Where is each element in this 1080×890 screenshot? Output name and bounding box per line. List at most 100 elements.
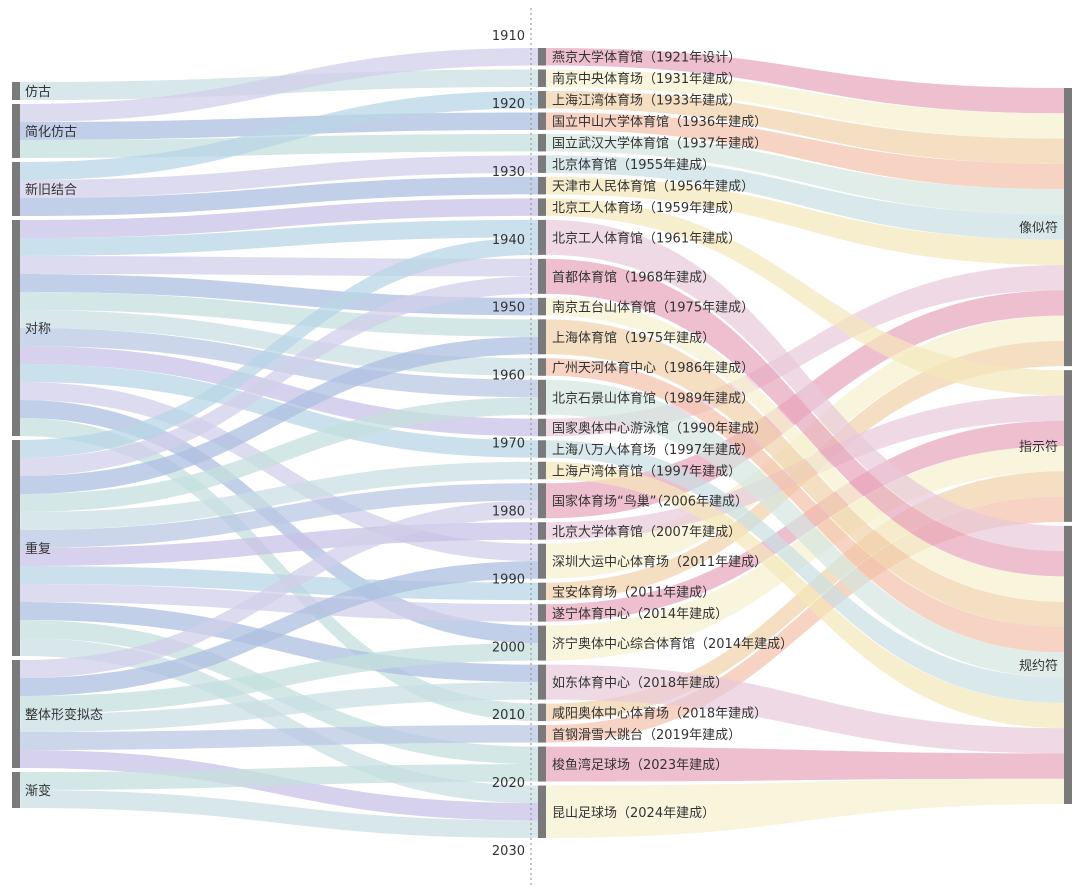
- left-link: [20, 725, 538, 750]
- left-link: [20, 790, 538, 838]
- right-link: [546, 297, 1064, 602]
- left-node-label: 渐变: [25, 783, 51, 799]
- left-link: [20, 219, 538, 256]
- left-link: [20, 198, 538, 238]
- right-link: [546, 155, 1064, 240]
- right-node-bar: [1064, 88, 1072, 367]
- timeline-axis: 1910192019301940195019601970198019902000…: [492, 8, 532, 885]
- venue-label: 深圳大运中心体育场（2011年建成）: [552, 554, 767, 570]
- venue-node-bar: [538, 461, 546, 480]
- venue-node-bar: [538, 358, 546, 376]
- left-link: [20, 682, 538, 732]
- venue-label: 宝安体育场（2011年建成）: [552, 584, 715, 600]
- venue-label: 济宁奥体中心综合体育馆（2014年建成）: [552, 636, 793, 652]
- venue-node-bar: [538, 582, 546, 601]
- left-link: [20, 48, 538, 122]
- venue-label: 北京石景山体育馆（1989年建成）: [552, 390, 754, 406]
- year-tick-label: 2030: [492, 844, 525, 859]
- right-link: [546, 69, 1064, 139]
- year-tick-label: 1920: [492, 97, 525, 112]
- right-link: [546, 198, 1064, 396]
- left-link: [20, 382, 538, 562]
- right-link: [546, 440, 1064, 703]
- left-node-bar: [12, 82, 20, 100]
- nodes: [12, 48, 1072, 838]
- venue-label: 天津市人民体育馆（1956年建成）: [552, 179, 754, 195]
- venue-node-bar: [538, 664, 546, 700]
- left-link: [20, 397, 538, 512]
- venue-label: 首都体育馆（1968年建成）: [552, 269, 715, 285]
- venue-node-bar: [538, 703, 546, 722]
- year-tick-label: 1930: [492, 165, 525, 180]
- venue-label: 南京五台山体育馆（1975年建成）: [552, 300, 754, 316]
- venue-label: 上海八万人体育场（1997年建成）: [552, 442, 754, 458]
- right-link: [546, 778, 1064, 838]
- venue-node-bar: [538, 785, 546, 838]
- right-link: [546, 664, 1064, 754]
- venue-node-bar: [538, 483, 546, 519]
- venue-node-bar: [538, 418, 546, 437]
- venue-node-bar: [538, 90, 546, 109]
- right-link: [546, 176, 1064, 265]
- left-link: [20, 418, 538, 722]
- venue-label: 南京中央体育场（1931年建成）: [552, 71, 741, 87]
- left-link: [20, 328, 538, 398]
- year-tick-label: 2010: [492, 708, 525, 723]
- left-link: [20, 461, 538, 530]
- left-link: [20, 176, 538, 216]
- right-link: [546, 48, 1064, 114]
- left-link: [20, 112, 538, 140]
- venue-label: 昆山足球场（2024年建成）: [552, 806, 715, 821]
- venue-label: 国立武汉大学体育馆（1937年建成）: [552, 136, 767, 152]
- venue-node-bar: [538, 198, 546, 216]
- right-link: [546, 258, 1064, 577]
- left-link: [20, 500, 538, 678]
- left-link: [20, 620, 538, 765]
- year-tick-label: 2020: [492, 776, 525, 791]
- venue-label: 首钢滑雪大跳台（2019年建成）: [552, 728, 741, 743]
- venue-label: 北京体育馆（1955年建成）: [552, 157, 715, 173]
- left-node-label: 对称: [25, 322, 51, 337]
- left-link: [20, 561, 538, 696]
- left-node-label: 整体形变拟态: [25, 707, 103, 723]
- venue-label: 上海卢湾体育馆（1997年建成）: [552, 463, 741, 479]
- venue-node-bar: [538, 48, 546, 66]
- left-link: [20, 483, 538, 548]
- venue-node-bar: [538, 604, 546, 622]
- venue-label: 北京大学体育馆（2007年建成）: [552, 524, 741, 540]
- year-tick-label: 1990: [492, 572, 525, 587]
- right-link: [546, 265, 1064, 437]
- year-tick-label: 1960: [492, 369, 525, 384]
- venue-node-bar: [538, 297, 546, 316]
- right-link: [546, 746, 1064, 782]
- left-link: [20, 90, 538, 180]
- left-node-label: 简化仿古: [25, 124, 77, 140]
- left-node-bar: [12, 440, 20, 656]
- right-link: [546, 496, 1064, 743]
- right-link: [546, 319, 1064, 627]
- left-link: [20, 155, 538, 198]
- venue-label: 国家奥体中心游泳馆（1990年建成）: [552, 421, 767, 437]
- right-node-label: 规约符: [1019, 658, 1058, 674]
- left-link: [20, 336, 538, 494]
- venue-label: 遂宁体育中心（2014年建成）: [552, 606, 728, 622]
- right-link: [546, 446, 1064, 661]
- left-link: [20, 237, 538, 458]
- left-link: [20, 584, 538, 622]
- right-links: [546, 48, 1064, 838]
- year-tick-label: 1940: [492, 233, 525, 248]
- left-node-label: 重复: [25, 541, 51, 557]
- year-tick-label: 1950: [492, 301, 525, 316]
- right-node-bar: [1064, 370, 1072, 522]
- venue-node-bar: [538, 746, 546, 782]
- venue-node-bar: [538, 112, 546, 130]
- venue-label: 上海江湾体育场（1933年建成）: [552, 93, 741, 109]
- left-link: [20, 638, 538, 804]
- right-link: [546, 358, 1064, 653]
- venue-node-bar: [538, 69, 546, 87]
- year-tick-label: 1970: [492, 437, 525, 452]
- left-node-bar: [12, 104, 20, 158]
- right-link: [546, 219, 1064, 552]
